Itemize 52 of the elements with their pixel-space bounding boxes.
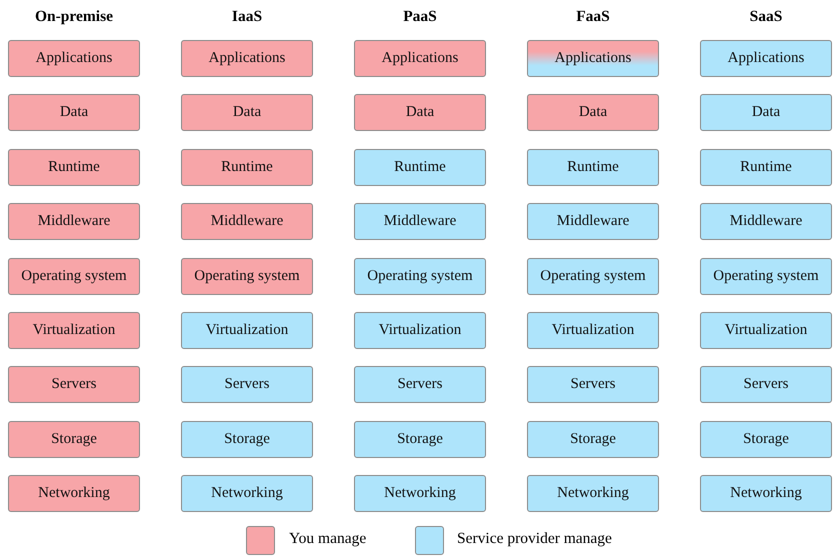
layer-box: Applications — [354, 40, 486, 77]
layer-box: Applications — [8, 40, 140, 77]
layer-box: Virtualization — [8, 312, 140, 349]
layer-box: Virtualization — [700, 312, 832, 349]
layer-box: Applications — [700, 40, 832, 77]
column-heading: On-premise — [34, 8, 114, 26]
layer-box: Storage — [527, 420, 659, 458]
layer-box: Servers — [181, 366, 313, 404]
layer-box: Servers — [8, 366, 140, 404]
layer-box: Operating system — [527, 258, 659, 295]
layer-box: Data — [181, 94, 313, 132]
layer-box: Networking — [8, 475, 140, 512]
layer-box: Runtime — [181, 148, 313, 186]
layer-box: Storage — [700, 420, 832, 458]
legend-label: You manage — [289, 530, 366, 548]
layer-box: Servers — [700, 366, 832, 404]
layer-box: Data — [8, 94, 140, 132]
layer-box: Storage — [8, 420, 140, 458]
column-heading: FaaS — [575, 8, 611, 26]
layer-box: Operating system — [700, 258, 832, 295]
column-heading: PaaS — [402, 8, 438, 26]
layer-box: Virtualization — [354, 312, 486, 349]
legend-label: Service provider manage — [457, 530, 612, 548]
layer-box: Data — [354, 94, 486, 132]
layer-box: Networking — [181, 475, 313, 512]
layer-box: Applications — [527, 40, 659, 77]
layer-box: Networking — [700, 475, 832, 512]
layer-box: Runtime — [8, 148, 140, 186]
layer-box: Middleware — [181, 203, 313, 240]
layer-box: Storage — [354, 420, 486, 458]
column-heading: IaaS — [230, 8, 264, 26]
layer-box: Operating system — [8, 258, 140, 295]
layer-box: Applications — [181, 40, 313, 77]
layer-box: Middleware — [527, 203, 659, 240]
layer-box: Runtime — [700, 148, 832, 186]
layer-box: Middleware — [8, 203, 140, 240]
layer-box: Runtime — [527, 148, 659, 186]
layer-box: Networking — [527, 475, 659, 512]
layer-box: Middleware — [354, 203, 486, 240]
layer-box: Storage — [181, 420, 313, 458]
layer-box: Middleware — [700, 203, 832, 240]
layer-box: Networking — [354, 475, 486, 512]
layer-box: Data — [527, 94, 659, 132]
layer-box: Data — [700, 94, 832, 132]
layer-box: Virtualization — [527, 312, 659, 349]
layer-box: Virtualization — [181, 312, 313, 349]
layer-box: Servers — [527, 366, 659, 404]
layer-box: Operating system — [181, 258, 313, 295]
layer-box: Operating system — [354, 258, 486, 295]
layer-box: Servers — [354, 366, 486, 404]
layer-box: Runtime — [354, 148, 486, 186]
column-heading: SaaS — [748, 8, 784, 26]
